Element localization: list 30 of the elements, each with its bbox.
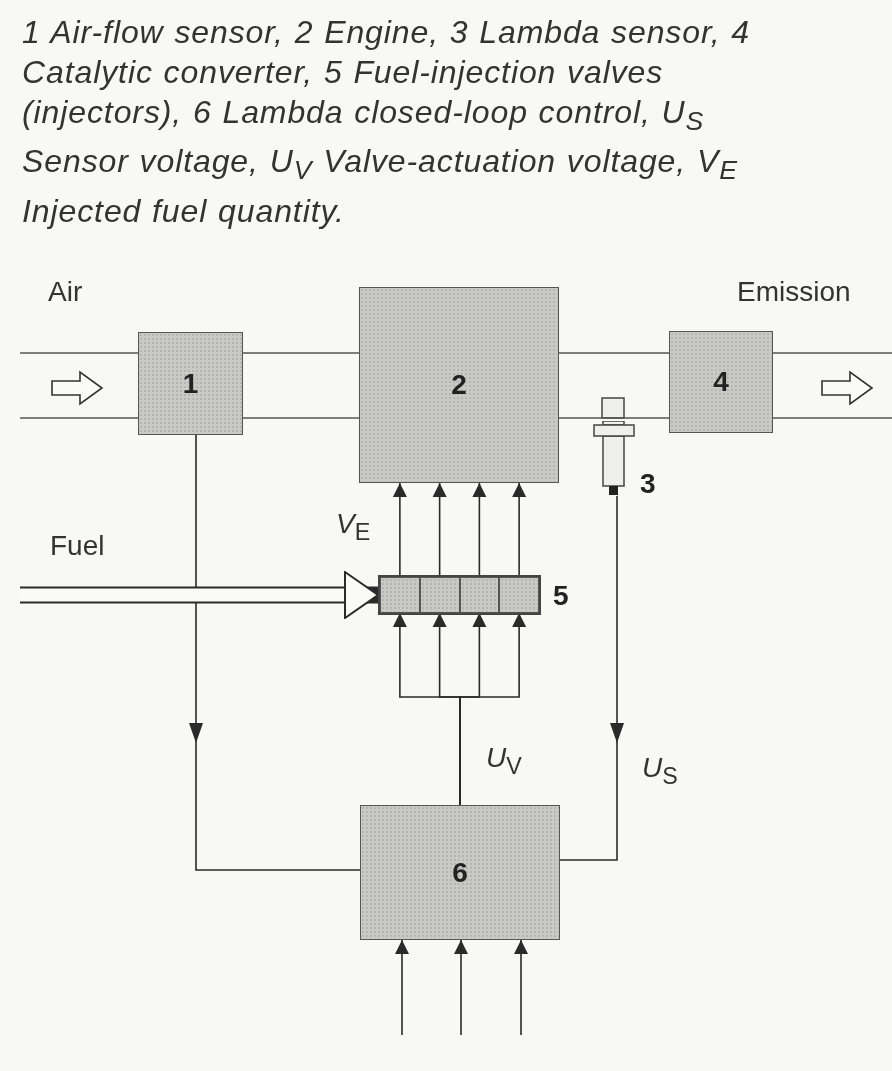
- injector-valve: [499, 577, 539, 613]
- injector-rail: [378, 575, 541, 615]
- callout-number: 5: [553, 580, 569, 612]
- component-number: 4: [713, 366, 729, 398]
- callout-number: 3: [640, 468, 656, 500]
- injector-valve: [459, 577, 500, 613]
- component-box: [669, 331, 773, 433]
- duct-line: [558, 352, 670, 419]
- duct-line: [242, 352, 360, 419]
- figure-caption: 1 Air-flow sensor, 2 Engine, 3 Lambda sensor, 4 Catalytic converter, 5 Fuel-injection valves (injectors), 6 Lambda closed-loop control, U$_{S}$ Sensor voltage, U$_{V}$ Valve-actuation voltage, V$_{E}$ Injected fuel quantity.: [22, 13, 752, 231]
- arrow: [472, 482, 487, 578]
- component-box: [360, 805, 560, 940]
- flow-label: Air: [48, 276, 83, 308]
- arrow: [395, 939, 409, 1036]
- component-number: 1: [182, 367, 199, 400]
- injector-valve: [419, 577, 460, 613]
- component-number: 2: [451, 369, 467, 401]
- arrow: [454, 939, 468, 1036]
- arrow: [392, 482, 407, 578]
- component-box: [359, 287, 559, 483]
- component-number: 6: [452, 856, 468, 889]
- injector-valve: [380, 577, 420, 613]
- flow-label: Emission: [737, 276, 851, 308]
- component-box: [138, 332, 243, 435]
- arrow: [189, 434, 361, 871]
- arrow: [512, 482, 527, 578]
- arrow: [559, 495, 624, 861]
- fuel-arrow: [19, 571, 379, 619]
- arrow: [432, 482, 447, 578]
- arrow: [514, 939, 528, 1036]
